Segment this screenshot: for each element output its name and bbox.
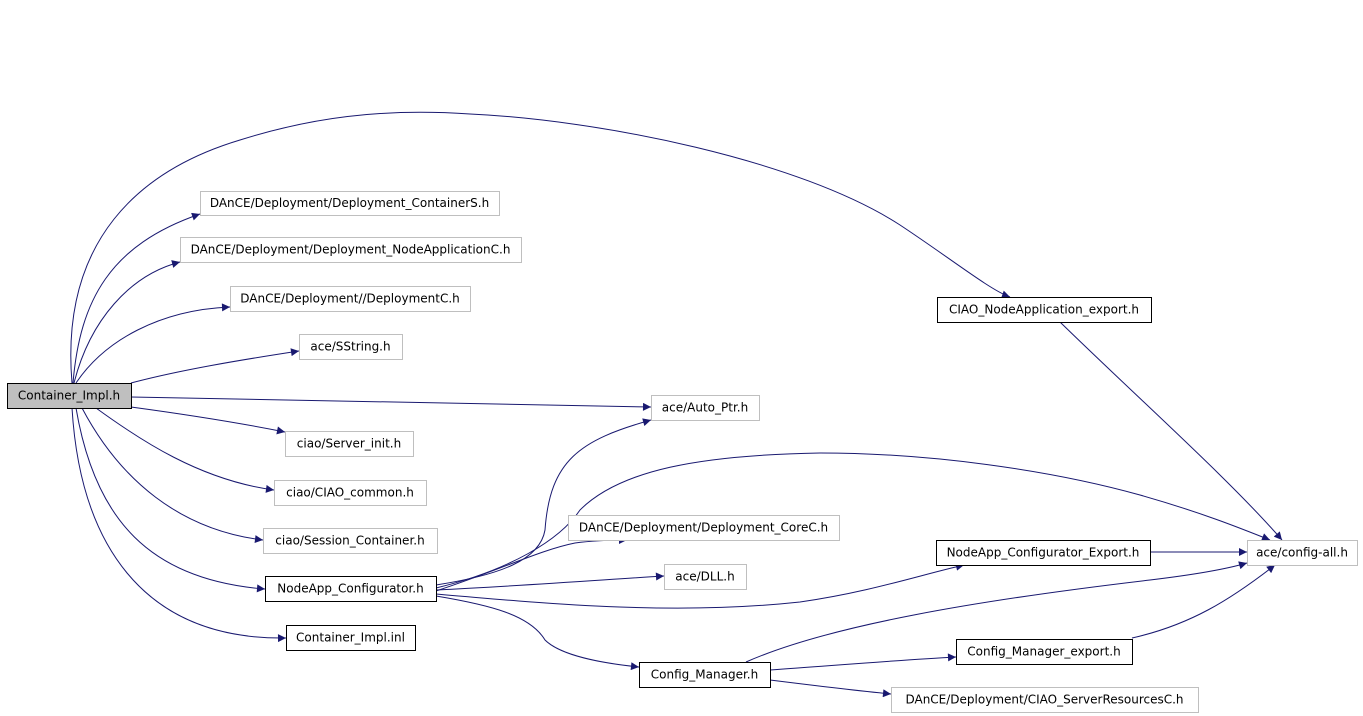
node-box	[956, 639, 1133, 665]
node-box	[568, 515, 840, 541]
node-box	[274, 480, 427, 506]
node-box	[651, 395, 760, 421]
node-dll-h: ace/DLL.h	[664, 564, 747, 590]
node-box	[265, 576, 437, 602]
edge-nodeapp_configurator_h-to-nodeapp_configurator_export_h	[435, 562, 965, 609]
node-nodeapplication-export-h[interactable]: CIAO_NodeApplication_export.h	[937, 297, 1152, 323]
edge-container_impl_h-to-container_impl_inl	[71, 407, 287, 643]
node-box	[936, 540, 1151, 566]
node-label: DAnCE/Deployment/Deployment_CoreC.h	[579, 521, 828, 535]
edge-container_impl_h-to-nodeapp_configurator_h	[75, 407, 266, 593]
node-label: NodeApp_Configurator_Export.h	[947, 546, 1140, 560]
edge-nodeapp_configurator_h-to-dll_h	[435, 572, 665, 591]
edge-config_manager_h-to-ciao_serverresourcesc_h	[769, 679, 892, 698]
node-label: CIAO_NodeApplication_export.h	[949, 303, 1139, 317]
edge-container_impl_h-to-session_container_h	[81, 407, 264, 544]
node-deployment-containers-h: DAnCE/Deployment/Deployment_ContainerS.h	[200, 191, 500, 216]
edge-container_impl_h-to-deployment_nodeapplicationc_h	[73, 260, 181, 384]
edge-container_impl_h-to-sstring_h	[130, 348, 300, 384]
edge-nodeapplication_export_h-to-config_all_h	[1059, 321, 1283, 541]
node-nodeapp-configurator-h[interactable]: NodeApp_Configurator.h	[265, 576, 437, 602]
edge-config_manager_h-to-config_all_h	[745, 561, 1248, 663]
node-label: NodeApp_Configurator.h	[277, 582, 423, 596]
node-box	[1247, 540, 1358, 566]
node-sstring-h: ace/SString.h	[299, 334, 403, 360]
node-label: Config_Manager.h	[651, 668, 758, 682]
node-deployment-nodeapplicationc-h: DAnCE/Deployment/Deployment_NodeApplicat…	[180, 237, 522, 263]
node-container-impl-inl[interactable]: Container_Impl.inl	[286, 625, 416, 651]
edge-container_impl_h-to-deployment_containers_h	[72, 212, 201, 384]
node-box	[263, 528, 438, 554]
node-label: ciao/CIAO_common.h	[286, 486, 414, 500]
node-box	[7, 383, 132, 409]
node-label: ace/Auto_Ptr.h	[662, 401, 748, 415]
node-container-impl-h[interactable]: Container_Impl.h	[7, 383, 132, 409]
edge-nodeapp_configurator_h-to-auto_ptr_h	[435, 418, 652, 586]
node-box	[200, 191, 500, 216]
edge-container_impl_h-to-ciao_common_h	[95, 407, 275, 493]
node-box	[286, 625, 416, 651]
node-server-init-h: ciao/Server_init.h	[285, 431, 414, 457]
node-config-manager-h[interactable]: Config_Manager.h	[639, 662, 771, 688]
node-deploymentc-h: DAnCE/Deployment//DeploymentC.h	[230, 286, 471, 312]
node-label: ciao/Server_init.h	[297, 437, 401, 451]
node-label: ace/config-all.h	[1256, 546, 1348, 560]
node-label: DAnCE/Deployment//DeploymentC.h	[240, 292, 460, 306]
node-ciao-common-h: ciao/CIAO_common.h	[274, 480, 427, 506]
node-box	[937, 297, 1152, 323]
node-label: ace/SString.h	[310, 340, 390, 354]
node-label: ace/DLL.h	[675, 570, 734, 584]
node-box	[180, 237, 522, 263]
node-box	[664, 564, 747, 590]
node-config-manager-export-h[interactable]: Config_Manager_export.h	[956, 639, 1133, 665]
node-label: ciao/Session_Container.h	[275, 534, 424, 548]
node-box	[230, 286, 471, 312]
node-label: DAnCE/Deployment/Deployment_NodeApplicat…	[191, 243, 511, 257]
edge-container_impl_h-to-deploymentc_h	[75, 303, 231, 384]
edge-container_impl_h-to-auto_ptr_h	[130, 396, 652, 411]
edge-container_impl_h-to-server_init_h	[130, 406, 286, 435]
node-box	[299, 334, 403, 360]
node-nodeapp-configurator-export-h[interactable]: NodeApp_Configurator_Export.h	[936, 540, 1151, 566]
edge-config_manager_h-to-config_manager_export_h	[769, 653, 957, 671]
node-session-container-h: ciao/Session_Container.h	[263, 528, 438, 554]
node-label: Container_Impl.h	[18, 389, 120, 403]
edges-layer	[70, 111, 1283, 698]
node-label: Config_Manager_export.h	[967, 645, 1120, 659]
node-box	[639, 662, 771, 688]
edge-config_manager_export_h-to-config_all_h	[1131, 564, 1276, 639]
edge-nodeapp_configurator_h-to-config_manager_h	[435, 595, 640, 671]
node-auto-ptr-h: ace/Auto_Ptr.h	[651, 395, 760, 421]
node-label: DAnCE/Deployment/CIAO_ServerResourcesC.h	[905, 693, 1183, 707]
node-box	[285, 431, 414, 457]
node-config-all-h: ace/config-all.h	[1247, 540, 1358, 566]
node-ciao-serverresourcesc-h: DAnCE/Deployment/CIAO_ServerResourcesC.h	[891, 687, 1199, 713]
node-label: DAnCE/Deployment/Deployment_ContainerS.h	[210, 196, 489, 210]
node-deployment-corec-h: DAnCE/Deployment/Deployment_CoreC.h	[568, 515, 840, 541]
nodes-layer: Container_Impl.hDAnCE/Deployment/Deploym…	[7, 191, 1358, 713]
edge-nodeapp_configurator_h-to-deployment_corec_h	[435, 536, 628, 592]
edge-nodeapp_configurator_h-to-config_all_h	[435, 452, 1271, 589]
edge-container_impl_h-to-nodeapplication_export_h	[70, 111, 1011, 384]
node-box	[891, 687, 1199, 713]
node-label: Container_Impl.inl	[296, 631, 405, 645]
